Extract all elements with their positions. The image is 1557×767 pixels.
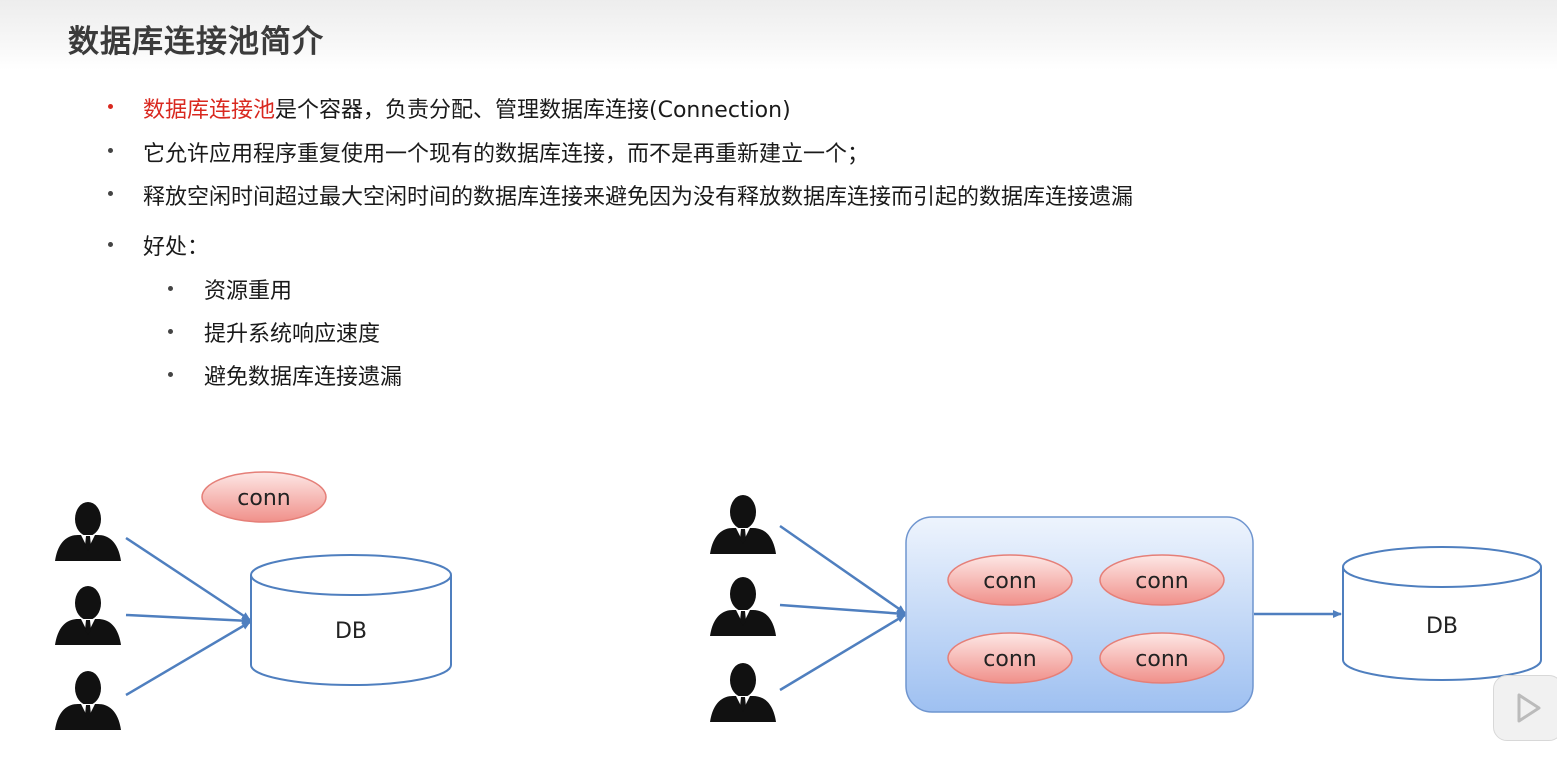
user-icon bbox=[710, 577, 776, 636]
conn-ellipse: conn bbox=[1099, 554, 1225, 606]
db-cylinder: DB bbox=[250, 554, 452, 686]
connection-pool bbox=[905, 516, 1254, 713]
db-label: DB bbox=[335, 619, 367, 644]
connection-arrow bbox=[779, 613, 906, 692]
bullet-dot bbox=[108, 104, 113, 109]
left-diagram: conn DB bbox=[55, 471, 452, 730]
play-icon bbox=[1517, 693, 1541, 723]
conn-label: conn bbox=[237, 486, 290, 511]
db-label: DB bbox=[1426, 614, 1458, 639]
play-button[interactable] bbox=[1493, 675, 1557, 741]
sub-bullet-2: 提升系统响应速度 bbox=[204, 322, 381, 347]
bullet-dot bbox=[108, 191, 113, 196]
sub-bullet-dot bbox=[168, 372, 173, 377]
user-icon bbox=[710, 495, 776, 554]
conn-label: conn bbox=[983, 647, 1036, 672]
bullet-3: 释放空闲时间超过最大空闲时间的数据库连接来避免因为没有释放数据库连接而引起的数据… bbox=[143, 185, 1134, 210]
bullet-2: 它允许应用程序重复使用一个现有的数据库连接，而不是再重新建立一个； bbox=[143, 142, 870, 167]
sub-bullet-3: 避免数据库连接遗漏 bbox=[204, 365, 403, 390]
conn-ellipse: conn bbox=[947, 632, 1073, 684]
sub-bullet-1: 资源重用 bbox=[204, 279, 293, 304]
sub-bullet-dot bbox=[168, 286, 173, 291]
connection-arrow bbox=[779, 603, 906, 618]
bullet-1: 数据库连接池是个容器，负责分配、管理数据库连接(Connection) bbox=[143, 92, 791, 124]
conn-label: conn bbox=[983, 569, 1036, 594]
connection-arrow bbox=[125, 536, 251, 622]
connection-arrow bbox=[779, 524, 906, 615]
db-cylinder: DB bbox=[1342, 546, 1542, 681]
bullet-1-text: 是个容器，负责分配、管理数据库连接(Connection) bbox=[275, 98, 791, 123]
page-title: 数据库连接池简介 bbox=[68, 24, 324, 60]
conn-label: conn bbox=[1135, 647, 1188, 672]
conn-ellipse: conn bbox=[947, 554, 1073, 606]
user-icon bbox=[55, 502, 121, 561]
right-diagram: conn conn conn conn DB bbox=[710, 495, 1542, 722]
bullet-dot bbox=[108, 148, 113, 153]
conn-ellipse: conn bbox=[201, 471, 327, 523]
conn-label: conn bbox=[1135, 569, 1188, 594]
user-icon bbox=[710, 663, 776, 722]
title-band bbox=[0, 0, 1557, 70]
user-icon bbox=[55, 671, 121, 730]
user-icon bbox=[55, 586, 121, 645]
connection-arrow bbox=[125, 613, 251, 625]
bullet-dot bbox=[108, 242, 113, 247]
bullet-1-highlight: 数据库连接池 bbox=[143, 98, 276, 123]
conn-ellipse: conn bbox=[1099, 632, 1225, 684]
sub-bullet-dot bbox=[168, 329, 173, 334]
bullet-4: 好处： bbox=[143, 235, 210, 260]
connection-arrow bbox=[125, 620, 251, 697]
